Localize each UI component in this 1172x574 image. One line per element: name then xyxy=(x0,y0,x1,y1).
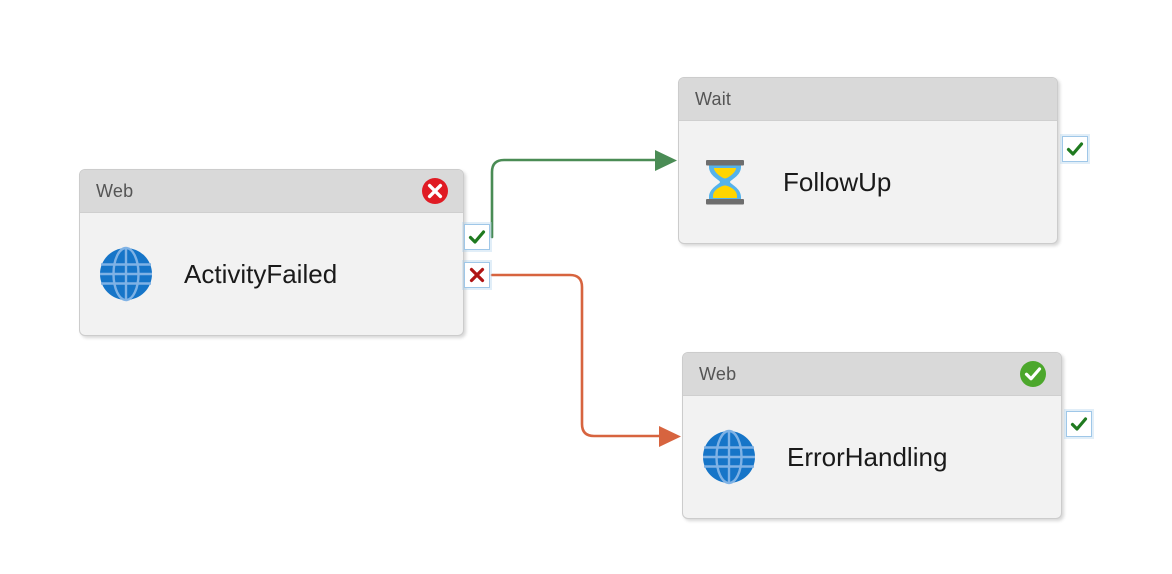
node-body: ErrorHandling xyxy=(683,396,1061,518)
check-mark-icon xyxy=(468,230,486,244)
edge-success-arrowhead xyxy=(655,150,677,171)
node-error-handling[interactable]: Web xyxy=(682,352,1062,519)
edge-success xyxy=(490,150,677,239)
node-body: FollowUp xyxy=(679,121,1057,243)
node-header: Wait xyxy=(679,78,1057,121)
port-success-out[interactable] xyxy=(464,224,490,250)
check-mark-icon xyxy=(1066,142,1084,156)
edge-success-line xyxy=(490,158,657,239)
node-name-label: ErrorHandling xyxy=(787,441,948,472)
node-type-label: Web xyxy=(96,180,134,201)
hourglass-icon xyxy=(697,154,753,210)
globe-icon xyxy=(701,429,757,485)
node-type-label: Web xyxy=(699,363,737,384)
success-circle-icon xyxy=(1019,360,1047,388)
cross-mark-icon xyxy=(469,267,485,283)
port-errorhandling-out[interactable] xyxy=(1066,411,1092,437)
node-name-label: ActivityFailed xyxy=(184,258,338,289)
node-body: ActivityFailed xyxy=(80,213,463,335)
port-error-out[interactable] xyxy=(464,262,490,288)
node-header: Web xyxy=(683,353,1061,396)
edge-error xyxy=(490,273,681,447)
check-mark-icon xyxy=(1070,417,1088,431)
port-followup-out[interactable] xyxy=(1062,136,1088,162)
node-name-label: FollowUp xyxy=(783,166,892,197)
node-follow-up[interactable]: Wait FollowUp xyxy=(678,77,1058,244)
error-circle-icon xyxy=(421,177,449,205)
node-type-label: Wait xyxy=(695,88,732,109)
globe-icon xyxy=(98,246,154,302)
edge-error-arrowhead xyxy=(659,426,681,447)
edge-error-line xyxy=(490,273,661,438)
node-activity-failed[interactable]: Web xyxy=(79,169,464,336)
node-header: Web xyxy=(80,170,463,213)
